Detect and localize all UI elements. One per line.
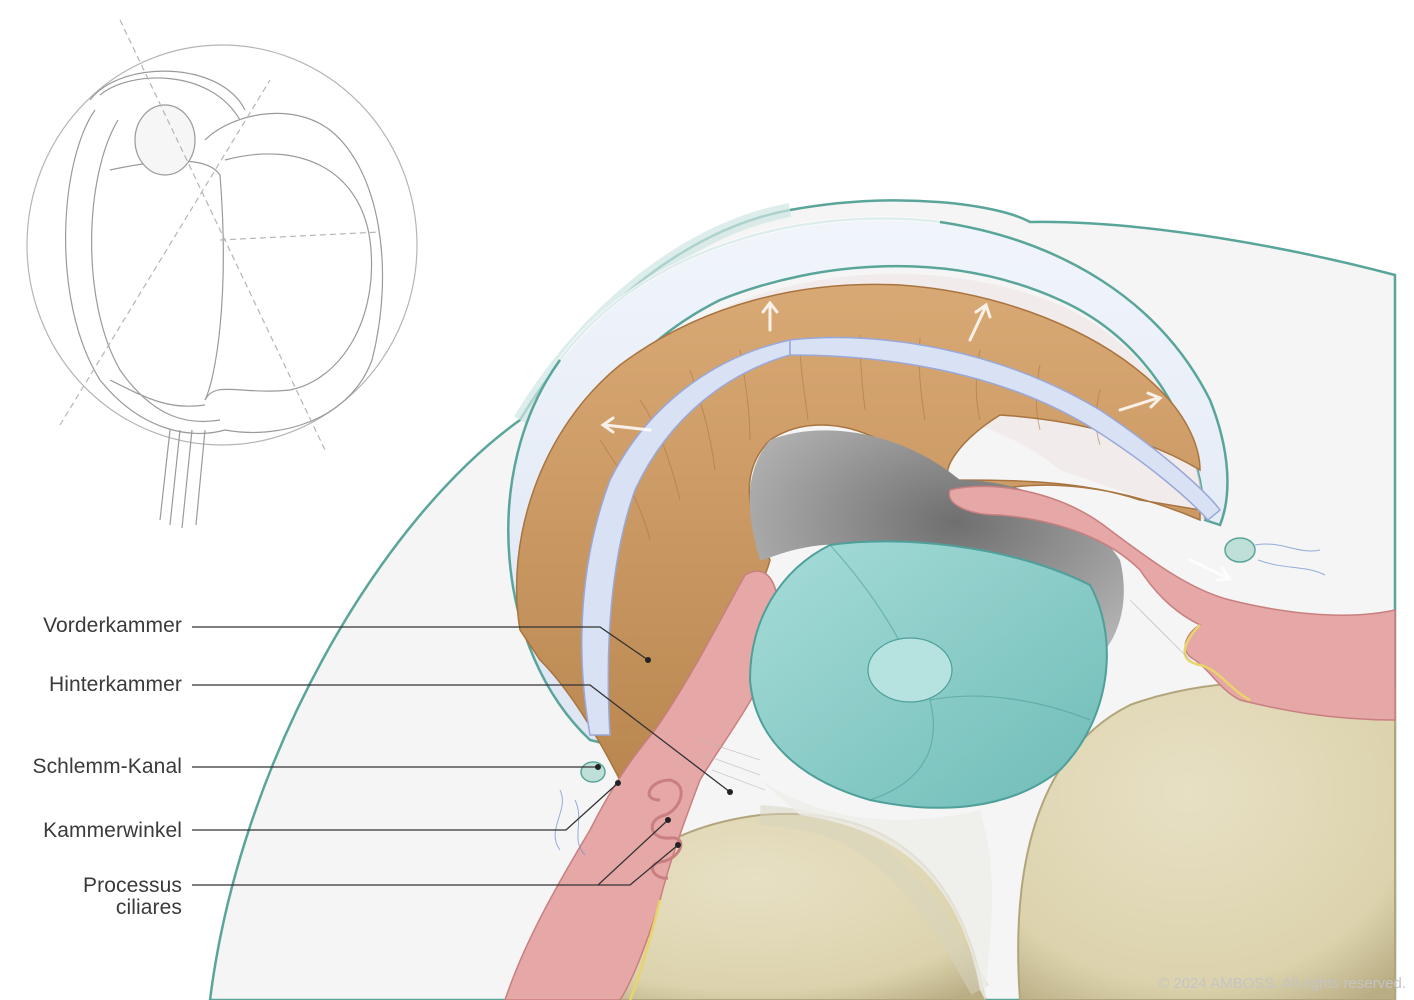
ciliary-processes-left (647, 778, 683, 880)
leader-line-kammerwinkel (192, 782, 619, 831)
zonular-fibers (699, 599, 1191, 791)
label-kammerwinkel: Kammerwinkel (43, 819, 182, 842)
aqueous-flow-arrows (600, 300, 1233, 582)
copyright-notice: © 2024 AMBOSS. All rights reserved. (1158, 975, 1406, 992)
ciliary-body-right (948, 485, 1396, 721)
leader-lines (192, 626, 731, 886)
label-hinterkammer: Hinterkammer (48, 673, 182, 696)
schlemm-canal-right (1224, 537, 1326, 576)
leader-line-processus-ciliares-2 (598, 844, 679, 886)
label-schlemm-kanal: Schlemm-Kanal (32, 755, 182, 778)
leader-line-hinterkammer (192, 684, 731, 793)
overview-eye-sketch (26, 19, 418, 529)
leader-line-vorderkammer (192, 626, 649, 661)
label-processus-ciliares: Processus ciliares (83, 874, 182, 919)
label-vorderkammer: Vorderkammer (43, 614, 182, 637)
iris-fibers (599, 334, 1101, 541)
leader-endpoints (595, 657, 733, 848)
lens-nucleus (867, 637, 953, 703)
inner-cornea-band-right (789, 336, 1222, 522)
